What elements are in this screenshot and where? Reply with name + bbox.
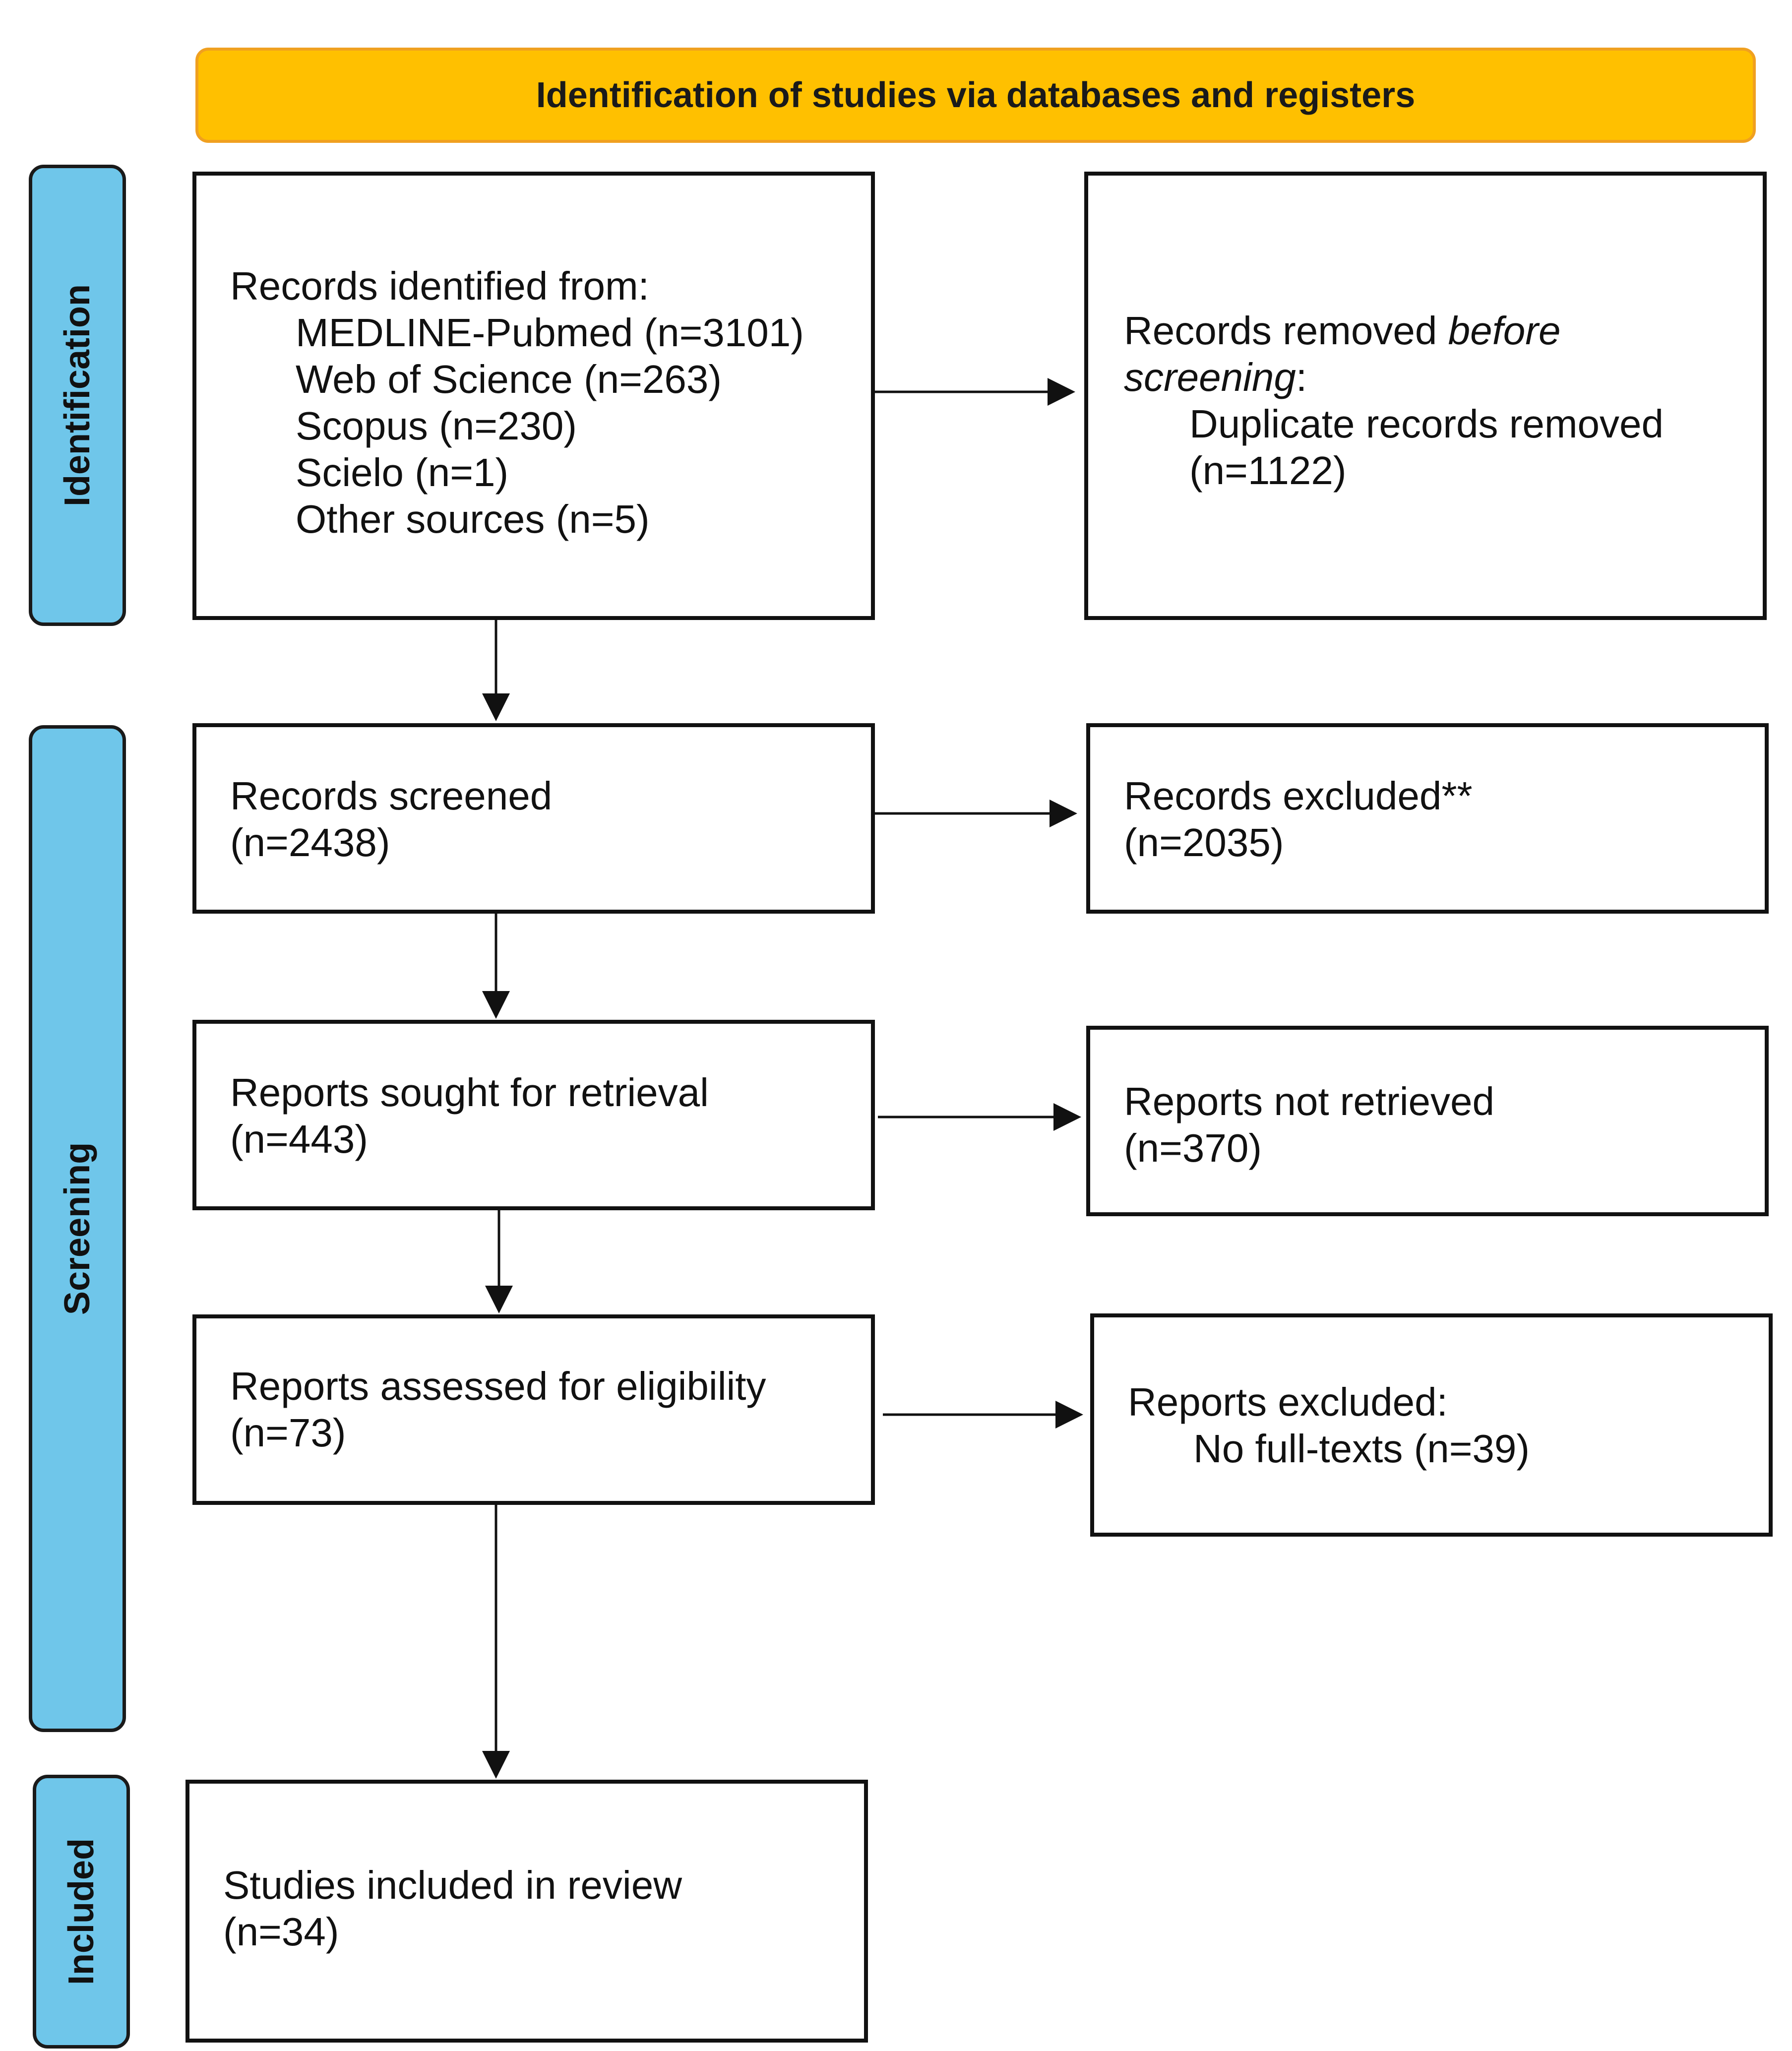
arrowhead-assessed-to-excluded xyxy=(1055,1401,1083,1429)
records-removed-box: Records removed before screening: Duplic… xyxy=(1084,172,1767,620)
records-removed-title-emphasis: before xyxy=(1448,309,1561,353)
source-scopus: Scopus (n=230) xyxy=(296,404,577,448)
records-removed-line2-suffix: : xyxy=(1296,355,1307,399)
studies-included-title: Studies included in review xyxy=(223,1863,682,1907)
reports-sought-title: Reports sought for retrieval xyxy=(230,1070,709,1115)
arrowhead-assessed-to-included xyxy=(482,1751,510,1779)
records-excluded-box: Records excluded** (n=2035) xyxy=(1086,723,1769,914)
reports-excluded-title: Reports excluded: xyxy=(1128,1380,1448,1424)
reports-excluded-box: Reports excluded: No full-texts (n=39) xyxy=(1090,1313,1773,1537)
records-removed-count: (n=1122) xyxy=(1189,448,1347,493)
reports-not-retrieved-box: Reports not retrieved (n=370) xyxy=(1086,1026,1769,1216)
records-excluded-count: (n=2035) xyxy=(1124,820,1284,865)
phase-included: Included xyxy=(33,1775,130,2049)
arrowhead-sought-to-assessed xyxy=(485,1286,513,1313)
reports-assessed-title: Reports assessed for eligibility xyxy=(230,1364,766,1408)
reports-not-retrieved-count: (n=370) xyxy=(1124,1126,1262,1170)
reports-sought-count: (n=443) xyxy=(230,1117,368,1161)
phase-identification: Identification xyxy=(29,165,126,626)
arrowhead-identified-to-removed xyxy=(1048,378,1075,406)
records-removed-line2-emphasis: screening xyxy=(1124,355,1296,399)
arrowhead-screened-to-excluded xyxy=(1050,800,1077,827)
records-removed-title-prefix: Records removed xyxy=(1124,309,1448,353)
reports-not-retrieved-title: Reports not retrieved xyxy=(1124,1079,1495,1123)
records-screened-box: Records screened (n=2438) xyxy=(192,723,875,914)
records-screened-title: Records screened xyxy=(230,774,553,818)
records-identified-title: Records identified from: xyxy=(230,264,649,308)
reports-sought-box: Reports sought for retrieval (n=443) xyxy=(192,1020,875,1210)
header-bar: Identification of studies via databases … xyxy=(195,48,1756,143)
studies-included-box: Studies included in review (n=34) xyxy=(185,1780,868,2043)
header-title: Identification of studies via databases … xyxy=(536,75,1416,115)
source-scielo: Scielo (n=1) xyxy=(296,450,509,495)
studies-included-count: (n=34) xyxy=(223,1910,339,1954)
records-removed-title: Records removed before xyxy=(1124,308,1763,354)
reports-assessed-count: (n=73) xyxy=(230,1411,346,1455)
records-screened-count: (n=2438) xyxy=(230,820,390,865)
records-removed-detail: Duplicate records removed xyxy=(1189,402,1664,446)
source-medline: MEDLINE-Pubmed (n=3101) xyxy=(296,311,804,355)
reports-assessed-box: Reports assessed for eligibility (n=73) xyxy=(192,1314,875,1505)
records-excluded-title: Records excluded** xyxy=(1124,774,1473,818)
arrowhead-identified-to-screened xyxy=(482,693,510,721)
arrowhead-screened-to-sought xyxy=(482,991,510,1019)
source-web-of-science: Web of Science (n=263) xyxy=(296,357,722,401)
records-identified-box: Records identified from: MEDLINE-Pubmed … xyxy=(192,172,875,620)
arrowhead-sought-to-not-retrieved xyxy=(1053,1103,1081,1131)
records-removed-line2: screening: xyxy=(1124,354,1763,401)
reports-excluded-detail: No full-texts (n=39) xyxy=(1193,1427,1530,1471)
source-other: Other sources (n=5) xyxy=(296,497,650,541)
phase-screening: Screening xyxy=(29,725,126,1732)
